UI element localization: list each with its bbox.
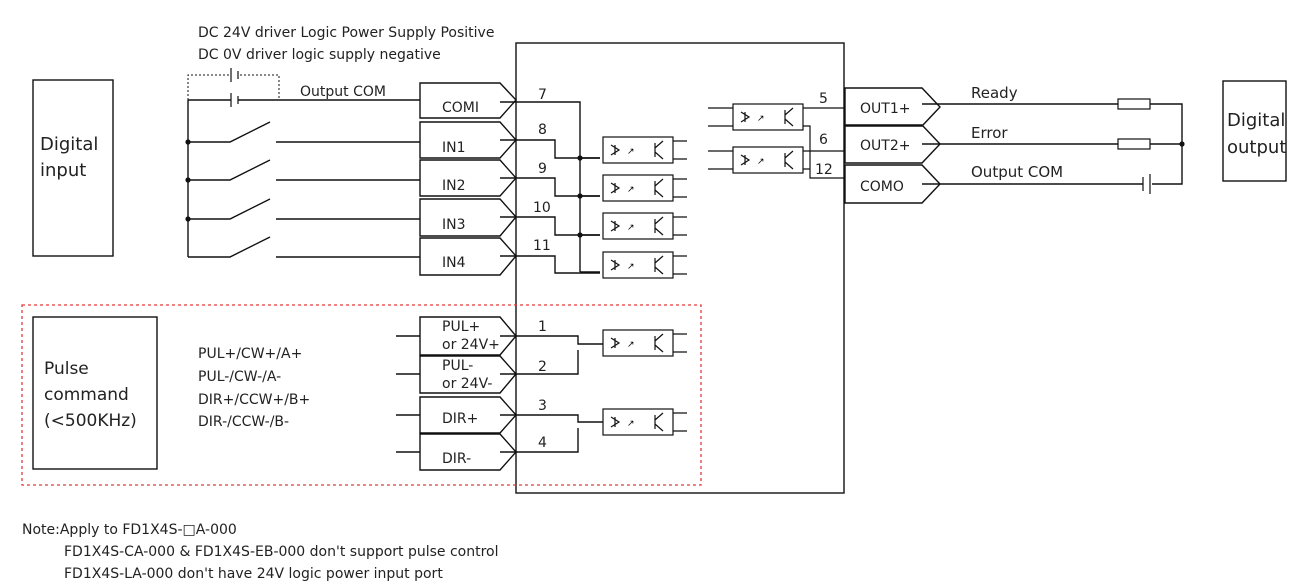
pulse-command-label-3: (<500KHz) (44, 411, 137, 431)
optocoupler-icon: ↗ (732, 146, 804, 174)
pul-plus-label: PUL+ (442, 319, 480, 335)
svg-text:↗: ↗ (627, 262, 635, 272)
pin-3: 3 (538, 398, 547, 414)
pul-plus-label-2: or 24V+ (442, 337, 500, 353)
pin-11: 11 (533, 238, 551, 254)
pin-5: 5 (819, 91, 828, 107)
dir-minus-label: DIR- (442, 451, 471, 467)
output-com-input-label: Output COM (300, 84, 386, 100)
connector-in1: IN1 (419, 121, 517, 159)
digital-input-label-1: Digital (40, 134, 98, 155)
pulse-command-label-1: Pulse (44, 359, 89, 379)
connector-label: IN3 (442, 217, 466, 233)
connector-in4: IN4 (419, 237, 517, 276)
ready-signal: Ready (971, 84, 1018, 102)
connector-in2: IN2 (419, 159, 517, 197)
pin-7: 7 (538, 87, 547, 103)
optocoupler-icon: ↗ (602, 408, 687, 436)
optocoupler-icon: ↗ (602, 251, 687, 279)
logic-supply-circuit: Output COM (185, 68, 420, 258)
logic-negative-label: DC 0V driver logic supply negative (198, 47, 441, 63)
resistor-icon (1117, 98, 1151, 110)
svg-text:↗: ↗ (627, 340, 635, 350)
pin-4: 4 (538, 435, 547, 451)
note-line-2: FD1X4S-CA-000 & FD1X4S-EB-000 don't supp… (64, 544, 499, 560)
note-line-1: Note:Apply to FD1X4S-□A-000 (22, 522, 237, 538)
digital-input-box: Digital input (32, 79, 114, 257)
out1-label: OUT1+ (860, 101, 910, 117)
out2-label: OUT2+ (860, 138, 910, 154)
pin-1: 1 (538, 319, 547, 335)
pulse-connectors: PUL+ or 24V+ PUL- or 24V- DIR+ DIR- 1 2 … (396, 316, 687, 471)
input-optocouplers: ↗ ↗ ↗ ↗ (602, 136, 687, 279)
pulse-signal: PUL+/CW+/A+ (198, 346, 302, 362)
resistor-icon (1117, 138, 1151, 150)
pin-2: 2 (538, 359, 547, 375)
output-connectors: OUT1+ OUT2+ COMO 5 6 12 Ready Error Outp… (815, 84, 1185, 204)
connector-label: COMI (442, 100, 479, 116)
connector-in3: IN3 (419, 198, 517, 237)
connector-label: IN4 (442, 255, 466, 271)
pulse-command-label-2: command (44, 385, 129, 405)
pin-9: 9 (538, 161, 547, 177)
como-label: COMO (860, 179, 904, 195)
input-connectors: COMI IN1 IN2 IN3 IN4 7 8 9 10 11 (419, 82, 600, 276)
connector-label: IN2 (442, 178, 466, 194)
driver-box (515, 42, 845, 494)
digital-input-label-2: input (40, 160, 86, 181)
output-optocouplers: ↗ ↗ (708, 103, 845, 179)
pulse-signal: DIR-/CCW-/B- (198, 414, 289, 430)
pin-10: 10 (533, 200, 551, 216)
optocoupler-icon: ↗ (602, 329, 687, 357)
optocoupler-icon: ↗ (602, 212, 687, 240)
svg-text:↗: ↗ (757, 114, 765, 124)
pul-minus-label-2: or 24V- (442, 376, 492, 392)
pulse-signal-list: PUL+/CW+/A+ PUL-/CW-/A- DIR+/CCW+/B+ DIR… (198, 346, 310, 430)
connector-comi: COMI (419, 82, 517, 119)
logic-positive-label: DC 24V driver Logic Power Supply Positiv… (198, 25, 494, 41)
connector-label: IN1 (442, 140, 466, 156)
pulse-signal: DIR+/CCW+/B+ (198, 392, 310, 408)
pulse-command-box: Pulse command (<500KHz) (32, 316, 158, 470)
svg-text:↗: ↗ (627, 185, 635, 195)
digital-output-box: Digital output (1222, 80, 1287, 182)
svg-text:↗: ↗ (627, 147, 635, 157)
pin-12: 12 (815, 162, 833, 178)
digital-output-label-2: output (1227, 137, 1286, 158)
svg-text:↗: ↗ (627, 419, 635, 429)
pulse-signal: PUL-/CW-/A- (198, 369, 281, 385)
pul-minus-label: PUL- (442, 358, 473, 374)
pulse-region-border (21, 304, 702, 486)
pin-8: 8 (538, 122, 547, 138)
pin-6: 6 (819, 132, 828, 148)
dir-plus-label: DIR+ (442, 411, 478, 427)
output-com-signal: Output COM (971, 163, 1063, 181)
optocoupler-icon: ↗ (602, 136, 687, 164)
digital-output-label-1: Digital (1227, 110, 1285, 131)
error-signal: Error (971, 124, 1008, 142)
optocoupler-icon: ↗ (602, 174, 687, 202)
svg-text:↗: ↗ (757, 157, 765, 167)
svg-text:↗: ↗ (627, 223, 635, 233)
notes: Note:Apply to FD1X4S-□A-000 FD1X4S-CA-00… (22, 522, 499, 582)
note-line-3: FD1X4S-LA-000 don't have 24V logic power… (64, 566, 443, 582)
optocoupler-icon: ↗ (732, 103, 804, 131)
